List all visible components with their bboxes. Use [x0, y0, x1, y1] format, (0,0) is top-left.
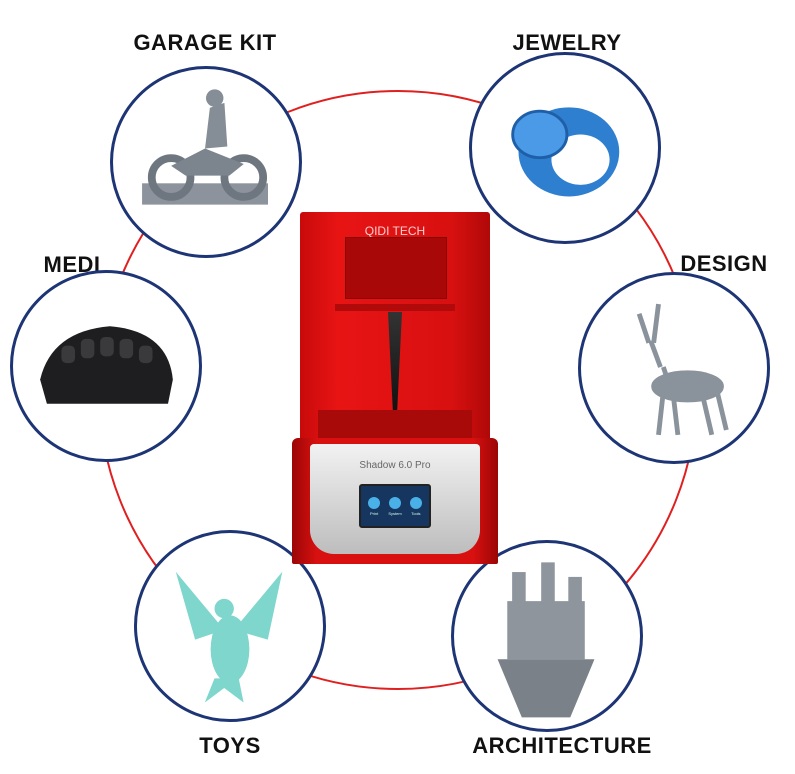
- resin-3d-printer: QIDI TECH Shadow 6.0 Pro Print System To…: [292, 212, 498, 564]
- jewelry-image: [469, 52, 661, 244]
- printer-uv-cover: QIDI TECH: [300, 212, 490, 444]
- screen-system-button: System: [388, 496, 402, 516]
- screen-print-button: Print: [368, 496, 381, 516]
- printer-brand: QIDI TECH: [364, 224, 426, 238]
- label-garage-kit: GARAGE KIT: [133, 30, 277, 55]
- printer-base: Shadow 6.0 Pro Print System Tools: [292, 438, 498, 564]
- label-architecture: ARCHITECTURE: [472, 733, 652, 758]
- printer-print-model: [388, 312, 402, 412]
- label-design: DESIGN: [680, 251, 768, 276]
- design-deer-image: [578, 272, 770, 464]
- medi-dental-model-image: [10, 270, 202, 462]
- printer-build-plate: [335, 304, 455, 311]
- printer-model-name: Shadow 6.0 Pro: [359, 460, 431, 471]
- screen-tools-button: Tools: [409, 496, 422, 516]
- printer-z-axis-head: [345, 237, 447, 299]
- printer-touchscreen: Print System Tools: [359, 484, 431, 528]
- architecture-castle-image: [451, 540, 643, 732]
- label-toys: TOYS: [199, 733, 261, 758]
- label-jewelry: JEWELRY: [512, 30, 622, 55]
- garage-kit-image: [110, 66, 302, 258]
- printer-front-panel: Shadow 6.0 Pro Print System Tools: [310, 444, 480, 554]
